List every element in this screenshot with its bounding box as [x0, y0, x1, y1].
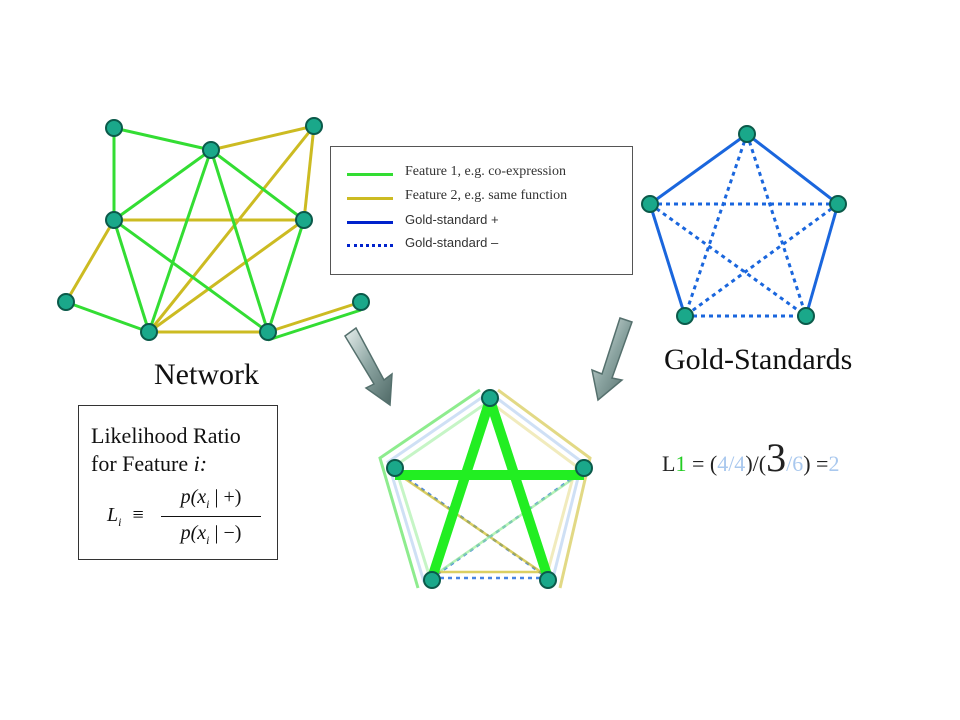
network-edge [209, 149, 270, 333]
denominator-text: p(x [180, 522, 207, 544]
gold-negative-edge [649, 202, 807, 318]
network-edge [267, 300, 362, 334]
numerator-sub: i [206, 497, 210, 511]
combined-node [481, 389, 499, 407]
numerator-text: p(x [180, 486, 207, 508]
network-node [305, 117, 323, 135]
gold-positive-edge [804, 203, 840, 317]
denominator-sub: i [206, 533, 210, 547]
left-arrow-icon [344, 326, 393, 407]
network-edge [113, 148, 212, 222]
legend-item-gold-negative: Gold-standard – [331, 235, 634, 255]
l1-frac1: 4/4 [717, 451, 746, 476]
network-graph [57, 117, 370, 342]
combined-node [539, 571, 557, 589]
merge-arrows [344, 317, 633, 407]
legend-item-feature-1: Feature 1, e.g. co-expression [331, 164, 634, 184]
network-edge [112, 219, 151, 333]
legend-label: Feature 1, e.g. co-expression [405, 164, 566, 179]
gold-positive-edge [648, 203, 687, 317]
network-edge [147, 149, 213, 333]
gold-standard-graph [641, 125, 847, 325]
network-node [352, 293, 370, 311]
l1-equation: L1 = (4/4)/(3/6) =2 [662, 438, 840, 478]
l1-eq: = ( [686, 451, 718, 476]
fraction-bar [161, 516, 261, 517]
legend-label: Gold-standard – [405, 235, 499, 250]
network-node [202, 141, 220, 159]
formula-lhs: Li ≡ [107, 504, 144, 530]
combined-edge [427, 398, 495, 580]
gold-negative-edge [745, 133, 808, 317]
likelihood-line1: Likelihood Ratio [91, 423, 241, 448]
formula-numerator: p(xi | +) [161, 486, 261, 512]
gold-node [829, 195, 847, 213]
gold-node [738, 125, 756, 143]
likelihood-ratio-box: Likelihood Ratio for Feature i: Li ≡ p(x… [78, 405, 278, 560]
gold-node [797, 307, 815, 325]
formula-l: L [107, 504, 119, 526]
combined-node [423, 571, 441, 589]
network-node [105, 211, 123, 229]
legend-label: Gold-standard + [405, 212, 499, 227]
legend: Feature 1, e.g. co-expression Feature 2,… [330, 146, 633, 275]
combined-edge [485, 398, 553, 580]
likelihood-line2-var: i: [193, 451, 208, 476]
formula-l-sub: i [118, 515, 122, 529]
gold-negative-edge [683, 133, 749, 317]
network-edge [113, 126, 212, 152]
network-edge [267, 308, 362, 342]
network-edge [210, 148, 305, 222]
l1-big3: 3 [766, 435, 787, 480]
formula-denominator: p(xi | −) [161, 522, 261, 548]
gold-positive-edge [746, 132, 839, 206]
network-node [57, 293, 75, 311]
network-edge [65, 300, 150, 334]
likelihood-title: Likelihood Ratio for Feature i: [91, 422, 241, 478]
l1-sub: 1 [675, 451, 687, 476]
gold-node [641, 195, 659, 213]
legend-swatch [347, 244, 393, 247]
gold-negative-edge [684, 202, 839, 318]
combined-graph [378, 388, 593, 589]
l1-close: ) = [803, 451, 829, 476]
network-edge [266, 219, 306, 333]
network-label: Network [154, 358, 259, 391]
l1-frac2: /6 [786, 451, 804, 476]
combined-node [386, 459, 404, 477]
legend-item-gold-positive: Gold-standard + [331, 212, 634, 232]
network-node [105, 119, 123, 137]
network-node [259, 323, 277, 341]
network-edge [113, 218, 269, 334]
network-edge [64, 219, 116, 303]
legend-swatch [347, 221, 393, 224]
gold-positive-edge [649, 132, 748, 206]
network-node [295, 211, 313, 229]
legend-item-feature-2: Feature 2, e.g. same function [331, 188, 634, 208]
network-edge [302, 125, 316, 221]
right-arrow-icon [590, 317, 633, 402]
legend-swatch [347, 197, 393, 200]
combined-node [575, 459, 593, 477]
l1-l: L [662, 451, 676, 476]
network-node [140, 323, 158, 341]
legend-swatch [347, 173, 393, 176]
network-edge [147, 125, 316, 333]
l1-mid: )/( [745, 451, 767, 476]
legend-label: Feature 2, e.g. same function [405, 188, 568, 203]
gold-node [676, 307, 694, 325]
network-edge [210, 124, 315, 152]
formula-equiv: ≡ [132, 504, 144, 526]
gold-standards-label: Gold-Standards [664, 343, 853, 376]
likelihood-line2-prefix: for Feature [91, 451, 194, 476]
network-edge [148, 218, 305, 334]
l1-result: 2 [828, 451, 840, 476]
numerator-rest: | +) [209, 486, 242, 508]
denominator-rest: | −) [209, 522, 242, 544]
